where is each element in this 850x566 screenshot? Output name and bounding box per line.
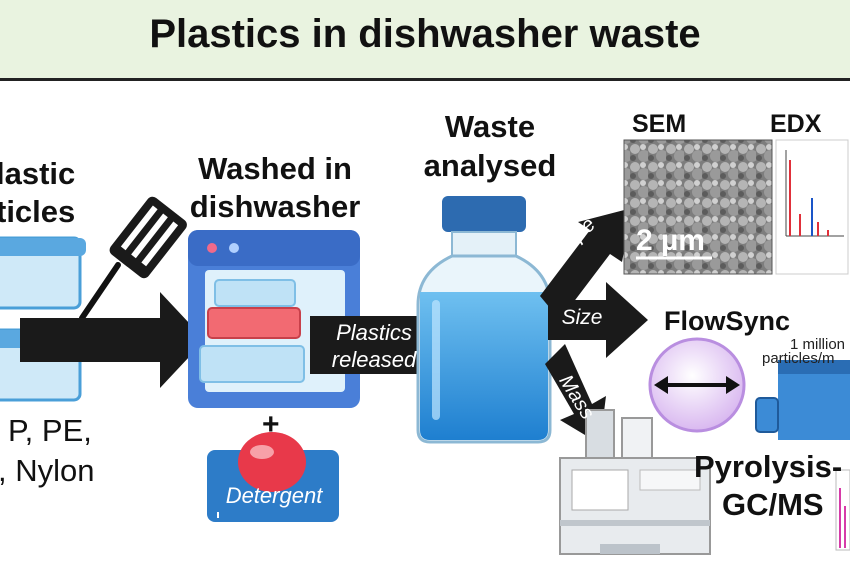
sample-bottle-icon: [416, 196, 552, 444]
detergent-icon: [207, 432, 339, 522]
polymer-list-line2: , Nylon: [0, 453, 95, 488]
flowsync-count-line2: particles/m: [762, 350, 835, 367]
gcms-instrument-icon: [559, 409, 711, 555]
pyrolysis-label-line2: GC/MS: [722, 487, 824, 522]
sem-scale-bar-label: 2 µm: [636, 224, 705, 257]
plastics-released-line2: released: [331, 347, 417, 372]
pyrolysis-label-line1: Pyrolysis-: [694, 449, 843, 484]
plastic-articles-label-line2: ticles: [0, 194, 76, 229]
chromatogram-icon: [835, 469, 850, 551]
flowsync-lens-icon: [648, 337, 746, 433]
arrow-shape: [540, 208, 632, 320]
plus-sign: +: [262, 408, 280, 441]
plastics-released-line1: Plastics: [336, 320, 412, 345]
flowsync-instrument-icon: [755, 360, 850, 440]
waste-label-line2: analysed: [423, 148, 557, 183]
spatula-icon: [79, 196, 187, 321]
edx-label: EDX: [770, 110, 822, 138]
sem-label: SEM: [632, 110, 687, 138]
waste-label-line1: Waste: [444, 109, 536, 144]
size-label: Size: [561, 306, 603, 329]
arrow-size: [548, 282, 648, 358]
page-title: Plastics in dishwasher waste: [149, 12, 701, 56]
washed-label-line1: Washed in: [198, 151, 352, 186]
polymer-list-line1: P, PE,: [8, 413, 92, 448]
washed-label-line2: dishwasher: [189, 189, 361, 224]
title-banner: [0, 0, 850, 81]
arrow-to-dishwasher: [20, 292, 205, 388]
sem-micrograph: [623, 139, 773, 275]
edx-spectrum: [775, 139, 849, 275]
detergent-label: Detergent: [225, 483, 323, 508]
flowsync-label: FlowSync: [664, 306, 791, 336]
flowsync-count-line1: 1 million: [790, 336, 846, 353]
plastic-articles-label-line1: lastic: [0, 156, 76, 191]
